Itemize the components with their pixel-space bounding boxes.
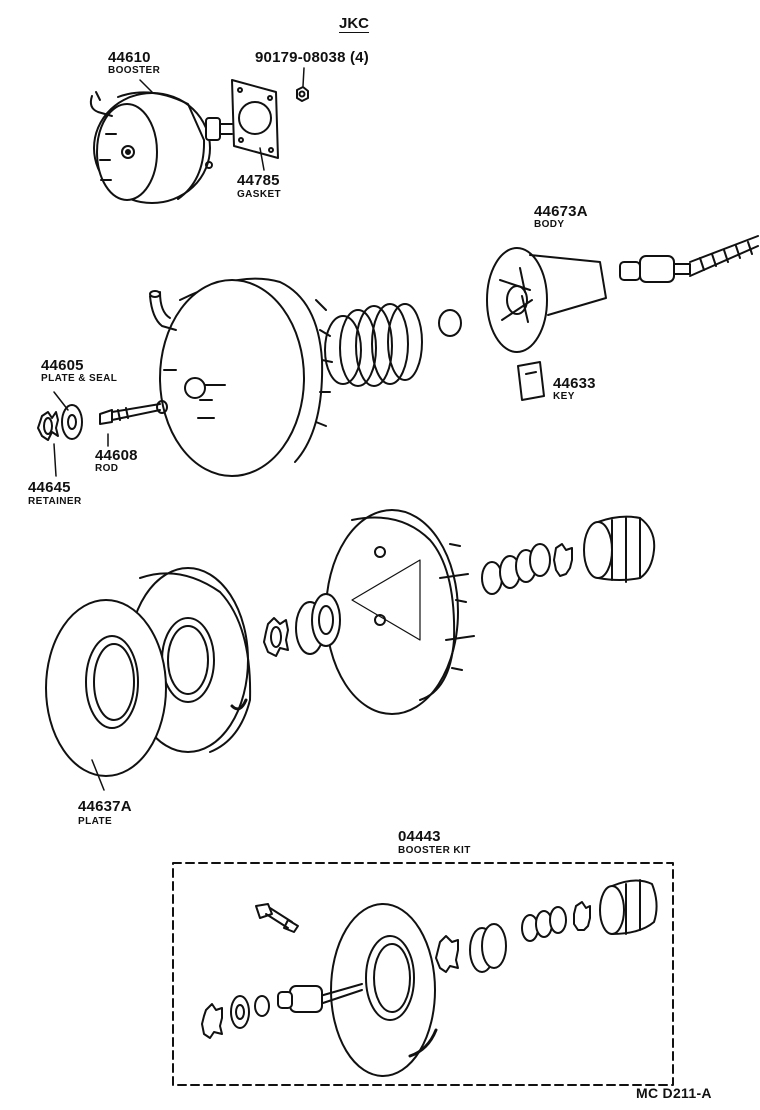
booster-kit-box	[172, 862, 674, 1086]
part-number-body: 44673A	[534, 203, 588, 220]
booster-rear-shell	[325, 509, 475, 715]
part-name-body: BODY	[534, 219, 565, 230]
bushing-stack	[481, 543, 573, 595]
part-number-plate-seal: 44605	[41, 357, 84, 374]
part-name-plate: PLATE	[78, 816, 113, 827]
part-name-plate-seal: PLATE & SEAL	[41, 373, 118, 384]
part-number-plate: 44637A	[78, 798, 132, 815]
valve-operating-rod	[619, 235, 759, 283]
part-name-booster: BOOSTER	[108, 65, 161, 76]
retainer	[37, 411, 59, 441]
assembled-booster	[89, 91, 233, 204]
booster-front-shell	[149, 277, 333, 477]
reaction-disc	[438, 309, 462, 337]
dust-boot	[583, 515, 656, 583]
part-name-gasket: GASKET	[237, 189, 282, 200]
part-name-retainer: RETAINER	[28, 496, 82, 507]
part-number-gasket: 44785	[237, 172, 280, 189]
valve-body	[486, 247, 607, 353]
return-spring	[324, 303, 423, 387]
part-number-retainer: 44645	[28, 479, 71, 496]
key	[517, 361, 545, 401]
seal-and-retainer	[263, 593, 341, 657]
part-number-booster: 44610	[108, 49, 151, 66]
diagram-reference-code: MC D211-A	[636, 1085, 712, 1101]
part-name-rod: ROD	[95, 463, 119, 474]
part-name-booster-kit: BOOSTER KIT	[398, 845, 471, 856]
push-rod	[99, 400, 168, 425]
part-number-nut: 90179-08038 (4)	[255, 49, 369, 66]
part-number-key: 44633	[553, 375, 596, 392]
part-name-key: KEY	[553, 391, 575, 402]
nut	[296, 86, 309, 102]
model-code-heading: JKC	[339, 15, 370, 32]
kit-contents	[201, 879, 658, 1077]
diaphragm-plate-front	[45, 599, 167, 777]
part-number-booster-kit: 04443	[398, 828, 441, 845]
gasket	[231, 79, 279, 159]
plate-and-seal	[61, 404, 83, 440]
part-number-rod: 44608	[95, 447, 138, 464]
